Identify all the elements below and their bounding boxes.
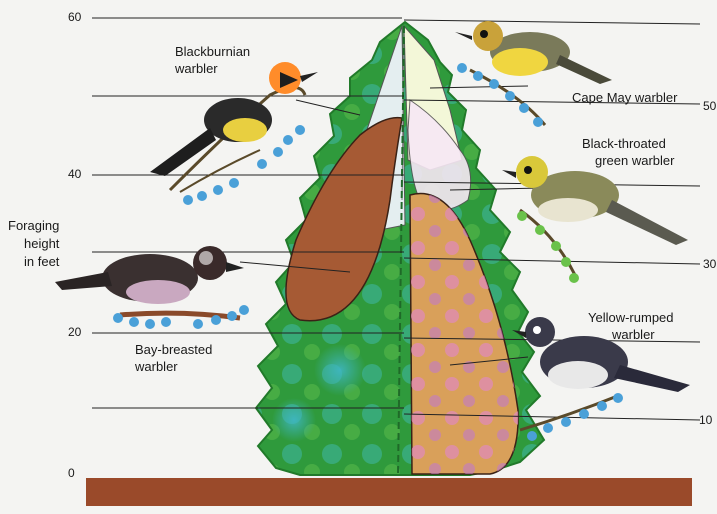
- label-blackburnian-1: Blackburnian: [175, 44, 250, 59]
- cape-may-warbler-illustration: [455, 21, 612, 127]
- blackburnian-warbler-illustration: [150, 62, 318, 205]
- axis-title-line-2: height: [24, 236, 59, 251]
- label-bay-breasted-1: Bay-breasted: [135, 342, 212, 357]
- tick-30: 30: [703, 257, 716, 271]
- ground: [86, 478, 692, 506]
- tick-0: 0: [68, 466, 75, 480]
- label-bay-breasted-2: warbler: [135, 359, 178, 374]
- label-yellow-rumped-1: Yellow-rumped: [588, 310, 674, 325]
- tick-10: 10: [699, 413, 712, 427]
- tick-40: 40: [68, 167, 81, 181]
- tick-50: 50: [703, 99, 716, 113]
- label-yellow-rumped-2: warbler: [612, 327, 655, 342]
- label-black-throated-green-2: green warbler: [595, 153, 675, 168]
- tick-20: 20: [68, 325, 81, 339]
- axis-title-line-1: Foraging: [8, 218, 59, 233]
- height-line-60-right: [404, 20, 700, 24]
- bay-breasted-warbler-illustration: [55, 246, 249, 329]
- yellow-rumped-warbler-illustration: [512, 317, 690, 441]
- axis-title-line-3: in feet: [24, 254, 59, 269]
- tick-60: 60: [68, 10, 81, 24]
- black-throated-green-warbler-illustration: [502, 156, 688, 283]
- label-blackburnian-2: warbler: [175, 61, 218, 76]
- label-cape-may: Cape May warbler: [572, 90, 678, 105]
- label-black-throated-green-1: Black-throated: [582, 136, 666, 151]
